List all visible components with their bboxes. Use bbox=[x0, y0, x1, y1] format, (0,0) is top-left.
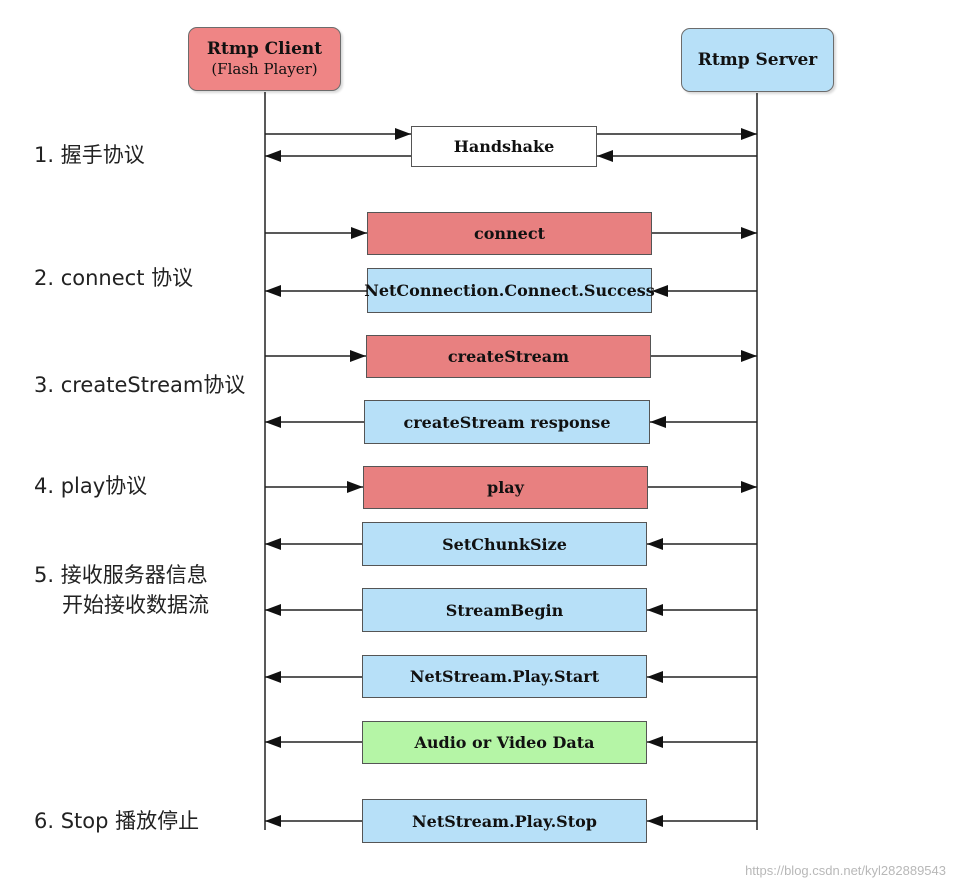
arrow-to-client-b-head-9 bbox=[265, 736, 281, 748]
client-actor-box: Rtmp Client (Flash Player) bbox=[188, 27, 341, 91]
message-play-start: NetStream.Play.Start bbox=[362, 655, 647, 698]
client-actor-subtitle: (Flash Player) bbox=[211, 60, 318, 78]
arrow-to-client-b-head-4 bbox=[265, 416, 281, 428]
arrow-to-server-head-3 bbox=[350, 350, 366, 362]
step-5-text: 5. 接收服务器信息 bbox=[34, 563, 208, 587]
arrow-to-client-head-4 bbox=[650, 416, 666, 428]
arrow-to-server-b-head-5 bbox=[741, 481, 757, 493]
arrow-to-server-b-head-1 bbox=[741, 227, 757, 239]
arrow-to-client-head-6 bbox=[647, 538, 663, 550]
arrow-to-client-head-7 bbox=[647, 604, 663, 616]
server-actor-box: Rtmp Server bbox=[681, 28, 834, 92]
arrow-to-client-b-head-8 bbox=[265, 671, 281, 683]
step-5-text-line2: 开始接收数据流 bbox=[62, 593, 209, 617]
arrow-to-client-head-8 bbox=[647, 671, 663, 683]
arrow-to-server-b-head-3 bbox=[741, 350, 757, 362]
arrow-to-server-head-1 bbox=[351, 227, 367, 239]
step-4-text: 4. play协议 bbox=[34, 474, 148, 498]
arrow-to-server-head-5 bbox=[347, 481, 363, 493]
arrow-handshake-out-a-head bbox=[395, 128, 411, 140]
step-6-label: 6. Stop 播放停止 bbox=[34, 806, 199, 836]
step-2-label: 2. connect 协议 bbox=[34, 263, 193, 293]
message-create-stream-response: createStream response bbox=[364, 400, 650, 444]
message-av-data: Audio or Video Data bbox=[362, 721, 647, 764]
arrow-to-client-head-2 bbox=[652, 285, 668, 297]
step-3-text: 3. createStream协议 bbox=[34, 373, 246, 397]
arrow-handshake-out-b-head bbox=[741, 128, 757, 140]
message-stream-begin: StreamBegin bbox=[362, 588, 647, 632]
arrow-handshake-back-b-head bbox=[265, 150, 281, 162]
client-actor-title: Rtmp Client bbox=[206, 39, 323, 59]
arrow-to-client-b-head-7 bbox=[265, 604, 281, 616]
arrow-to-client-b-head-6 bbox=[265, 538, 281, 550]
arrow-to-client-head-10 bbox=[647, 815, 663, 827]
arrow-handshake-back-a-head bbox=[597, 150, 613, 162]
step-3-label: 3. createStream协议 bbox=[34, 370, 245, 400]
arrow-to-client-head-9 bbox=[647, 736, 663, 748]
message-play-stop: NetStream.Play.Stop bbox=[362, 799, 647, 843]
step-1-label: 1. 握手协议 bbox=[34, 140, 145, 170]
message-connect-success: NetConnection.Connect.Success bbox=[364, 268, 655, 313]
step-5-label: 5. 接收服务器信息 开始接收数据流 bbox=[34, 560, 209, 620]
watermark: https://blog.csdn.net/kyl282889543 bbox=[745, 863, 946, 878]
arrow-to-client-b-head-2 bbox=[265, 285, 281, 297]
step-2-text: 2. connect 协议 bbox=[34, 266, 194, 290]
arrow-to-client-b-head-10 bbox=[265, 815, 281, 827]
step-6-text: 6. Stop 播放停止 bbox=[34, 809, 200, 833]
message-handshake: Handshake bbox=[411, 126, 597, 167]
step-4-label: 4. play协议 bbox=[34, 471, 147, 501]
message-create-stream: createStream bbox=[366, 335, 651, 378]
message-play: play bbox=[363, 466, 648, 509]
message-set-chunk-size: SetChunkSize bbox=[362, 522, 647, 566]
message-connect: connect bbox=[367, 212, 652, 255]
step-1-text: 1. 握手协议 bbox=[34, 143, 145, 167]
server-actor-title: Rtmp Server bbox=[697, 49, 818, 70]
